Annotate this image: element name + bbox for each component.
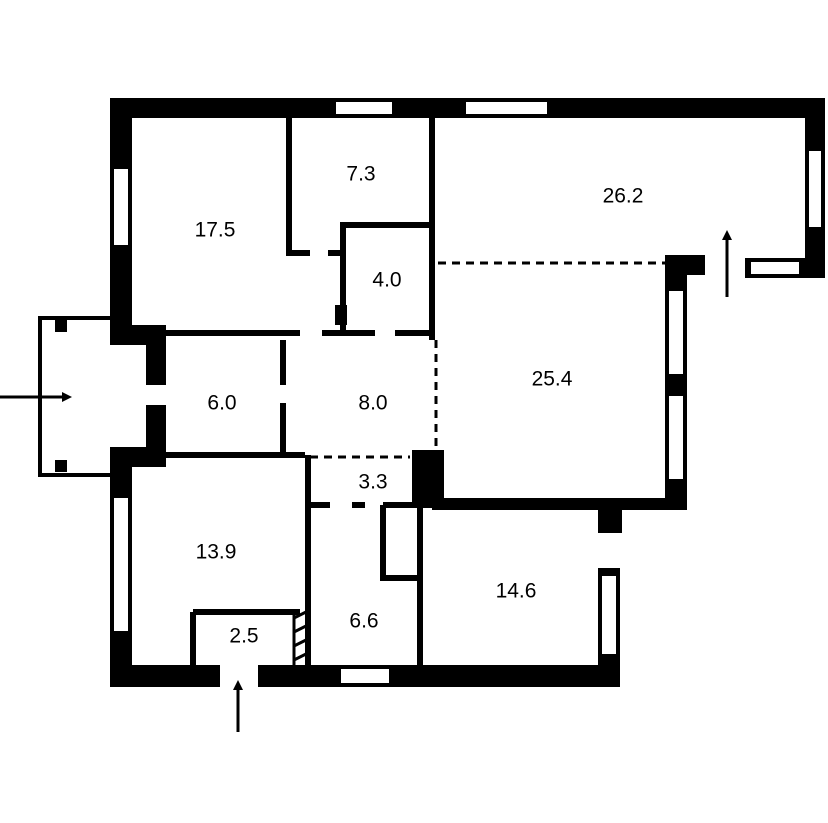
room-area-label: 26.2 [603,185,644,208]
room-area-label: 17.5 [195,219,236,242]
room-area-label: 3.3 [358,471,387,494]
room-area-label: 13.9 [196,541,237,564]
room-area-label: 4.0 [372,269,401,292]
room-area-label: 6.0 [207,392,236,415]
entrance-arrows [0,230,732,732]
wall-blocks [335,305,444,505]
room-area-label: 6.6 [349,610,378,633]
vestibule-posts [55,320,67,472]
stair-hatch [292,610,307,665]
room-area-label: 14.6 [496,580,537,603]
room-labels: 17.5 7.3 4.0 26.2 25.4 6.0 8.0 3.3 13.9 … [195,163,644,648]
interior-walls [132,118,440,668]
dashed-boundaries [310,261,665,459]
room-area-label: 8.0 [358,392,387,415]
windows [112,100,823,685]
room-area-label: 7.3 [346,163,375,186]
room-area-label: 25.4 [532,368,573,391]
room-area-label: 2.5 [229,625,258,648]
